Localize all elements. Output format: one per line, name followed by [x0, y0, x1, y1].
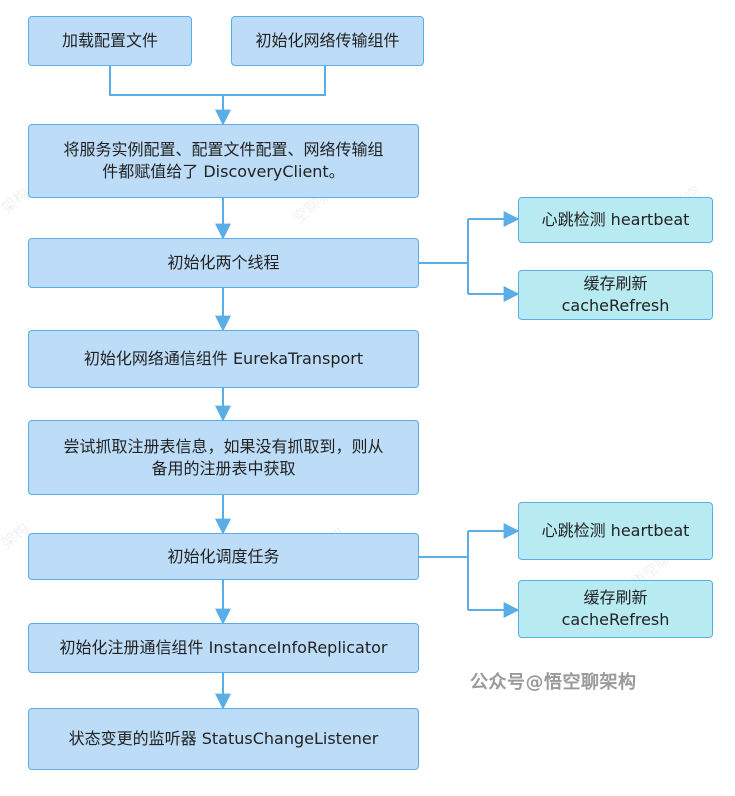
fetch-registry-box: 尝试抓取注册表信息，如果没有抓取到，则从 备用的注册表中获取	[28, 420, 419, 495]
cache-refresh-line1-1: 缓存刷新	[583, 274, 648, 293]
status-listener-box: 状态变更的监听器 StatusChangeListener	[28, 708, 419, 770]
watermark-text: 公众号@悟空聊架构	[470, 672, 637, 693]
init-schedule-box: 初始化调度任务	[28, 533, 419, 580]
branch-2-trunk	[418, 531, 469, 558]
fetch-registry-line1: 尝试抓取注册表信息，如果没有抓取到，则从	[63, 436, 384, 456]
assign-discovery-line1: 将服务实例配置、配置文件配置、网络传输组	[63, 140, 384, 159]
status-listener-label: 状态变更的监听器 StatusChangeListener	[68, 729, 379, 748]
branch-1-trunk	[418, 219, 469, 264]
load-config-label: 加载配置文件	[61, 31, 158, 50]
init-schedule-label: 初始化调度任务	[167, 546, 280, 566]
heartbeat-box-1: 心跳检测 heartbeat	[518, 197, 713, 243]
init-two-threads-label: 初始化两个线程	[167, 253, 280, 272]
init-replicator-label: 初始化注册通信组件 InstanceInfoReplicator	[59, 638, 388, 657]
init-eureka-transport-label: 初始化网络通信组件 EurekaTransport	[83, 349, 364, 368]
cache-refresh-line2-1: cacheRefresh	[561, 296, 670, 315]
cache-refresh-box-2: 缓存刷新 cacheRefresh	[518, 580, 713, 638]
assign-discovery-box: 将服务实例配置、配置文件配置、网络传输组 件都赋值给了 DiscoveryCli…	[28, 124, 419, 198]
merge-connector	[109, 66, 326, 96]
fetch-registry-line2: 备用的注册表中获取	[151, 458, 296, 478]
cache-refresh-line1-2: 缓存刷新	[583, 588, 648, 607]
load-config-box: 加载配置文件	[28, 16, 192, 66]
assign-discovery-line2: 件都赋值给了 DiscoveryClient。	[102, 162, 345, 181]
cache-refresh-line2-2: cacheRefresh	[561, 610, 670, 629]
heartbeat-label-2: 心跳检测 heartbeat	[541, 521, 690, 540]
init-network-box: 初始化网络传输组件	[231, 16, 424, 66]
cache-refresh-box-1: 缓存刷新 cacheRefresh	[518, 270, 713, 320]
heartbeat-label-1: 心跳检测 heartbeat	[541, 210, 690, 229]
init-replicator-box: 初始化注册通信组件 InstanceInfoReplicator	[28, 623, 419, 673]
init-eureka-transport-box: 初始化网络通信组件 EurekaTransport	[28, 330, 419, 388]
init-network-label: 初始化网络传输组件	[255, 31, 400, 50]
init-two-threads-box: 初始化两个线程	[28, 238, 419, 288]
heartbeat-box-2: 心跳检测 heartbeat	[518, 502, 713, 560]
